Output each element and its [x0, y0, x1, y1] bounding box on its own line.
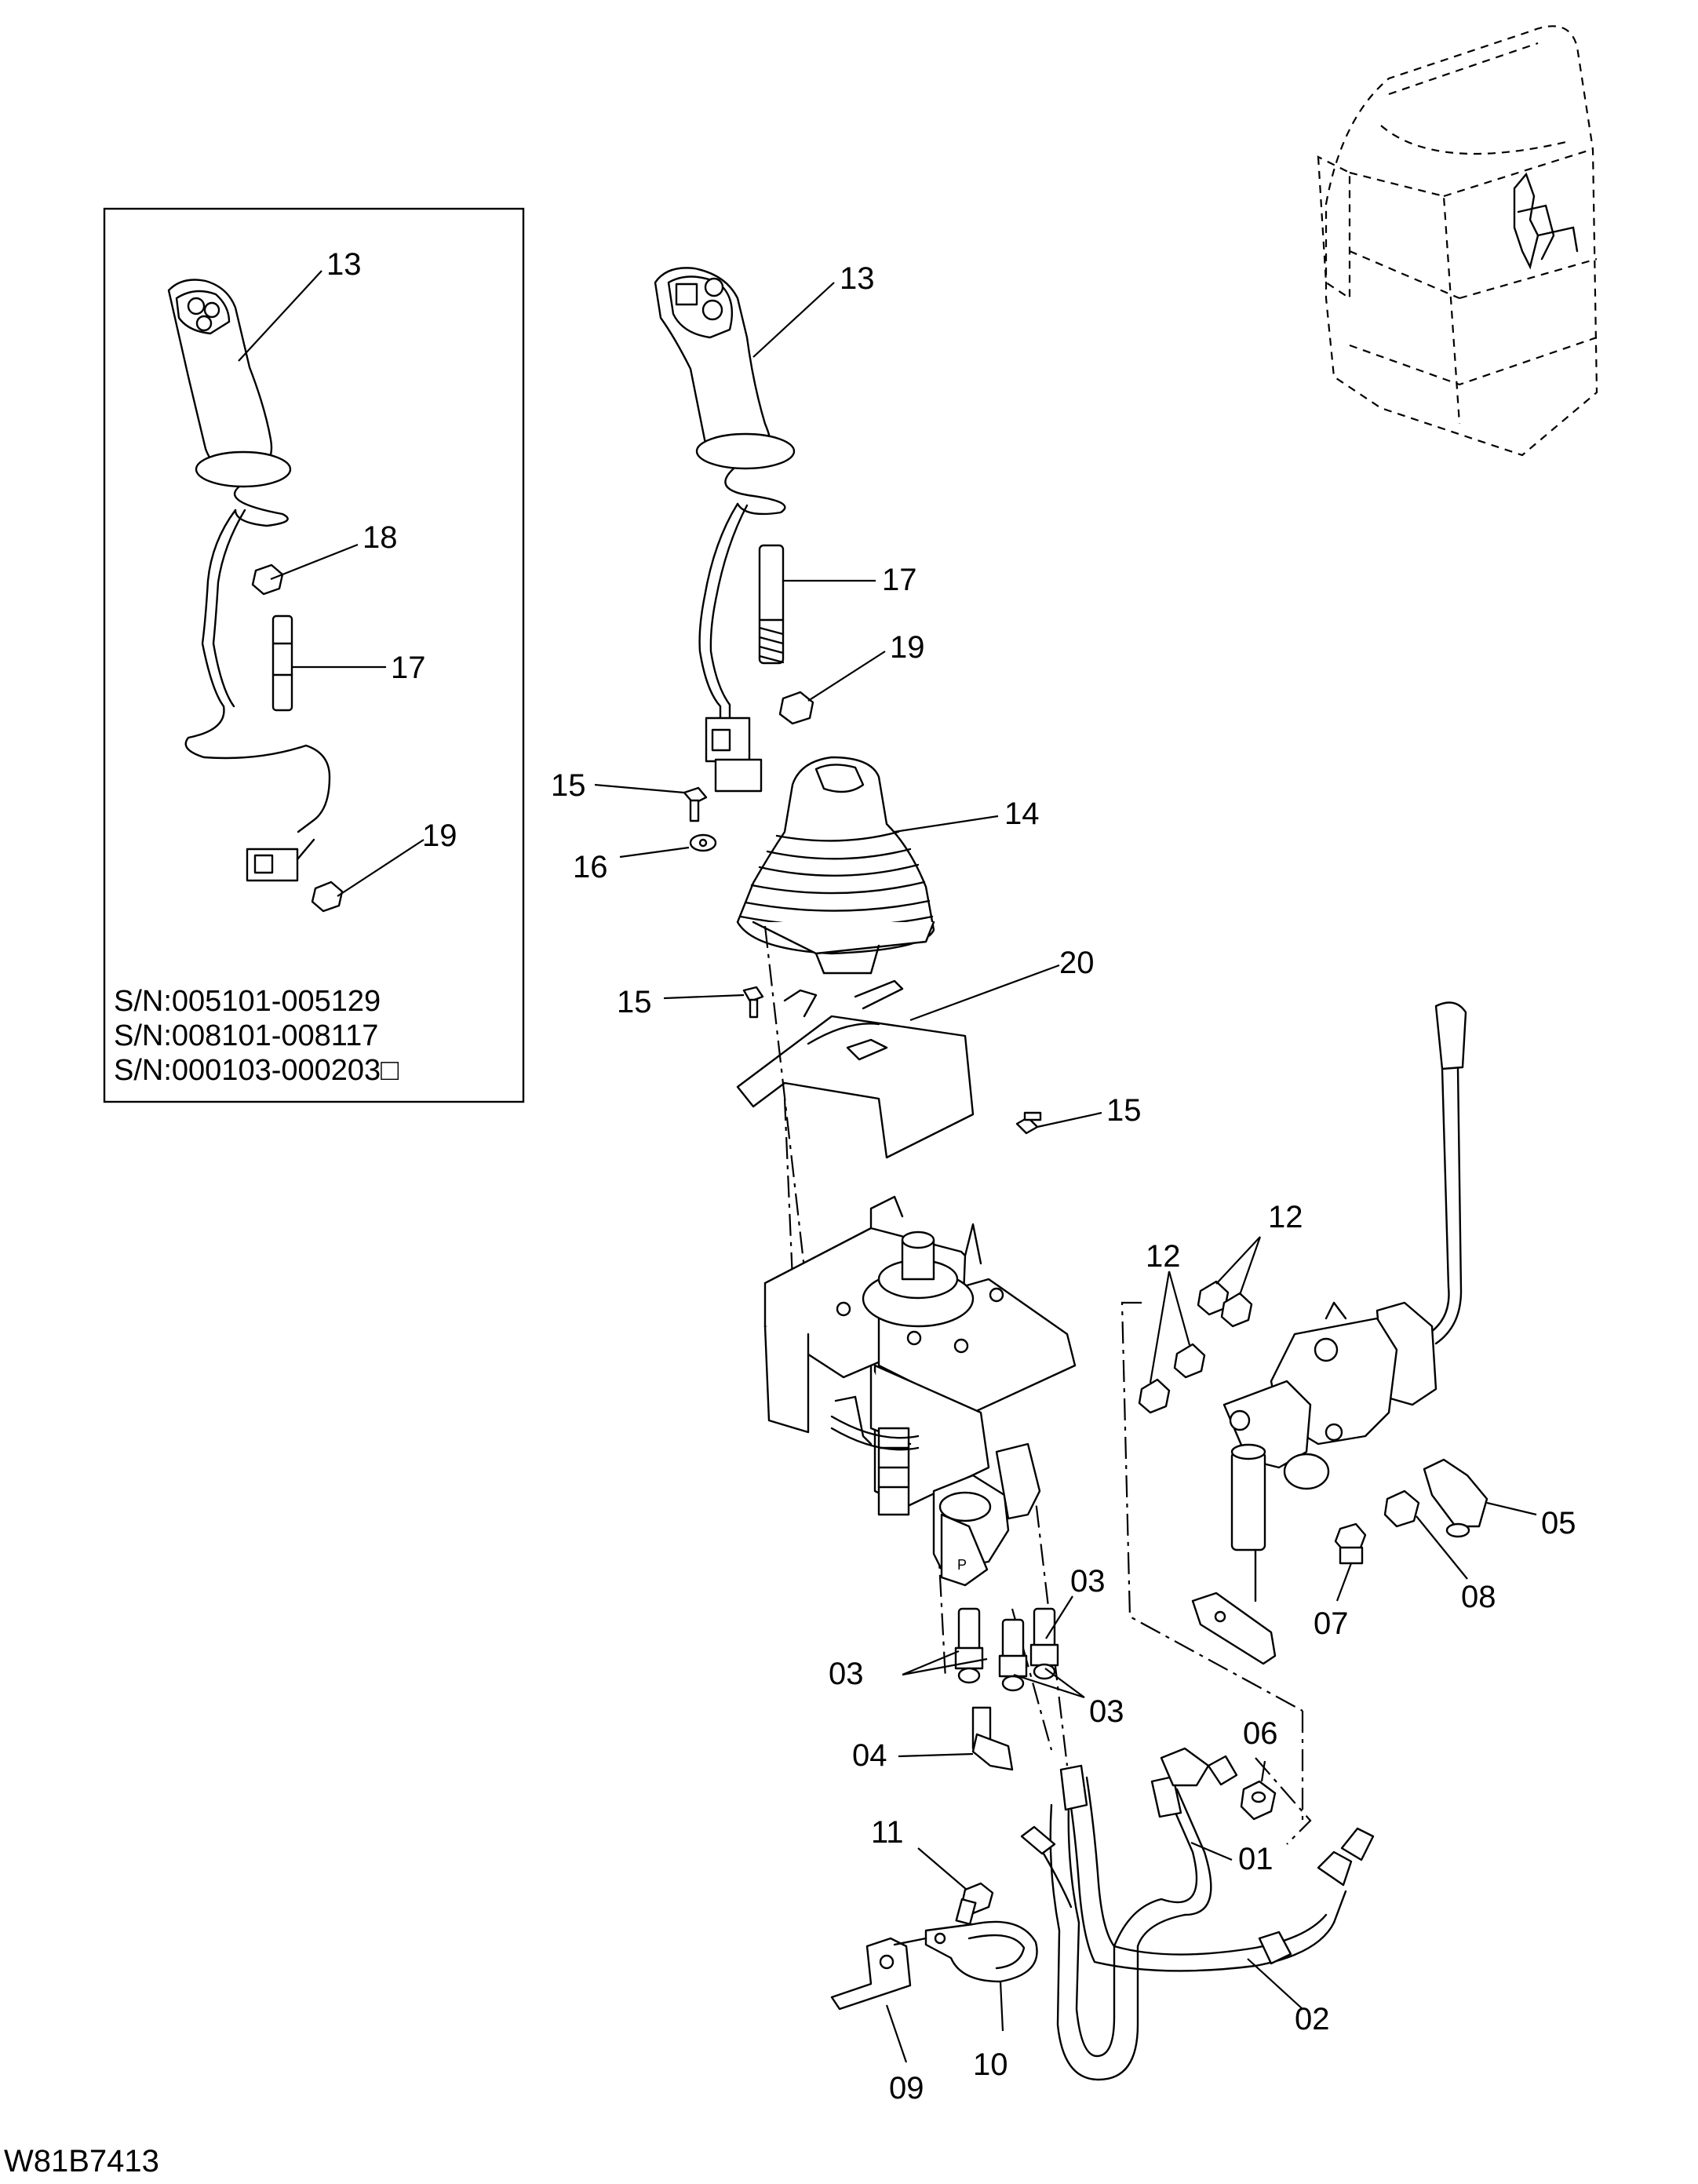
callout-08: 08 — [1461, 1580, 1496, 1614]
hose-01 — [1020, 1747, 1238, 2081]
callout-13-inset: 13 — [326, 247, 362, 282]
callout-14: 14 — [1004, 797, 1040, 831]
mount-bracket-09 — [830, 1937, 927, 2011]
port-p-mark: P — [957, 1557, 967, 1573]
fitting-03-b — [998, 1618, 1028, 1692]
elbow-fitting-04 — [971, 1706, 1014, 1771]
adapter-06 — [1240, 1780, 1277, 1821]
fitting-03-c — [1029, 1607, 1059, 1680]
serial-line-3: S/N:000103-000203□ — [114, 1054, 399, 1087]
pin-17 — [758, 544, 785, 665]
fitting-12-b — [1173, 1343, 1206, 1379]
callout-15-right: 15 — [1106, 1093, 1142, 1128]
callout-03-top: 03 — [1070, 1564, 1106, 1599]
lever-valve-assembly — [1120, 1001, 1467, 1845]
nut-19 — [778, 691, 814, 725]
cab-location-sketch — [1317, 25, 1598, 457]
callout-17-main: 17 — [882, 563, 917, 597]
callout-12-right: 12 — [1268, 1200, 1303, 1234]
bolt-15-right — [1015, 1111, 1042, 1135]
elbow-fitting-05 — [1423, 1458, 1488, 1538]
callout-12-left: 12 — [1146, 1239, 1181, 1274]
callout-19-inset: 19 — [422, 819, 457, 853]
callout-02: 02 — [1295, 2002, 1330, 2036]
serial-line-1: S/N:005101-005129 — [114, 985, 381, 1018]
callout-09: 09 — [889, 2071, 924, 2106]
callout-05: 05 — [1541, 1506, 1576, 1540]
inset-pin-17 — [271, 614, 293, 712]
callout-15-top: 15 — [551, 768, 586, 803]
callout-03-left: 03 — [829, 1657, 864, 1691]
callout-06: 06 — [1243, 1716, 1278, 1751]
drawing-code: W81B7413 — [4, 2144, 159, 2179]
callout-10: 10 — [973, 2047, 1008, 2082]
inset-panel: 13 18 17 19 S/N:005101-005129 S/N:008101… — [103, 207, 525, 1103]
inset-nut-19 — [311, 881, 344, 913]
callout-20: 20 — [1059, 946, 1095, 980]
callout-18-inset: 18 — [363, 520, 398, 555]
washer-16 — [689, 833, 717, 852]
fitting-12-a — [1138, 1378, 1171, 1414]
fitting-03-a — [954, 1607, 984, 1684]
bolt-11 — [955, 1882, 994, 1926]
plug-08 — [1383, 1489, 1420, 1528]
joystick-grip-13 — [654, 267, 796, 793]
callout-04: 04 — [852, 1738, 887, 1773]
callout-15-left: 15 — [617, 985, 652, 1019]
mount-bracket-20 — [736, 979, 975, 1159]
callout-16: 16 — [573, 850, 608, 884]
hose-clamp-10 — [924, 1920, 1038, 1983]
inset-nut-18 — [251, 563, 284, 596]
bolt-15-left — [742, 986, 764, 1019]
bolt-15-top — [683, 786, 708, 822]
callout-13-main: 13 — [840, 261, 875, 296]
serial-line-2: S/N:008101-008117 — [114, 1019, 378, 1052]
inset-grip — [167, 279, 331, 882]
rubber-boot-14 — [736, 756, 935, 975]
callout-07: 07 — [1314, 1606, 1349, 1641]
callout-17-inset: 17 — [391, 651, 426, 685]
callout-03-right: 03 — [1089, 1694, 1124, 1729]
plug-07 — [1334, 1522, 1367, 1565]
callout-11: 11 — [871, 1815, 904, 1850]
hose-02 — [1066, 1776, 1375, 1972]
callout-19-main: 19 — [890, 630, 925, 665]
pilot-valve-assembly: P — [763, 1195, 1077, 1587]
callout-01: 01 — [1238, 1842, 1274, 1876]
